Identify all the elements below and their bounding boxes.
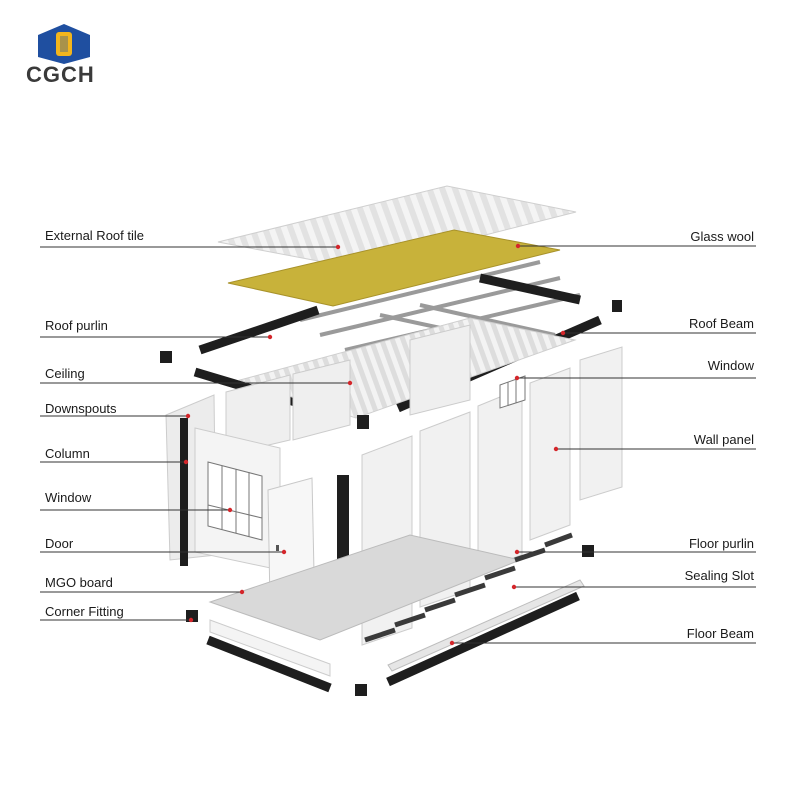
sealing-slot [387, 579, 585, 672]
floor-beams [206, 591, 580, 693]
corner-fitting-bottom-left [186, 610, 198, 622]
label-door: Door [45, 536, 74, 551]
door-handle [276, 545, 279, 551]
label-sealing-slot: Sealing Slot [684, 568, 754, 583]
glass-wool-layer [227, 229, 561, 307]
corner-fitting-top-left [160, 351, 172, 363]
corner-fitting-top-mid [357, 415, 369, 429]
label-downspouts: Downspouts [45, 401, 117, 416]
window-right [499, 375, 526, 409]
hexagon-logo-icon [38, 24, 90, 64]
label-ceiling: Ceiling [45, 366, 85, 381]
label-window-right: Window [707, 358, 754, 373]
back-wall-panels [225, 324, 471, 456]
leader-lines-right [452, 245, 756, 644]
label-glass-wool: Glass wool [690, 229, 754, 244]
brand-name: CGCH [26, 62, 95, 87]
window-front [207, 461, 263, 541]
label-external-roof-tile: External Roof tile [45, 228, 144, 243]
corner-fitting-top-right [612, 300, 622, 312]
label-roof-purlin: Roof purlin [45, 318, 108, 333]
downspout-column [180, 418, 188, 566]
label-corner-fitting: Corner Fitting [45, 604, 124, 619]
label-window-left: Window [45, 490, 92, 505]
label-wall-panel: Wall panel [693, 432, 754, 447]
label-floor-purlin: Floor purlin [688, 536, 754, 551]
label-roof-beam: Roof Beam [688, 316, 754, 331]
label-column: Column [45, 446, 90, 461]
leader-lines-left [40, 246, 350, 621]
marker-dots [183, 243, 566, 646]
label-floor-beam: Floor Beam [686, 626, 754, 641]
floor-beam-side-left [209, 619, 331, 677]
corner-fitting-bottom-right [582, 545, 594, 557]
label-mgo-board: MGO board [45, 575, 113, 590]
corner-fitting-bottom-mid [355, 684, 367, 696]
